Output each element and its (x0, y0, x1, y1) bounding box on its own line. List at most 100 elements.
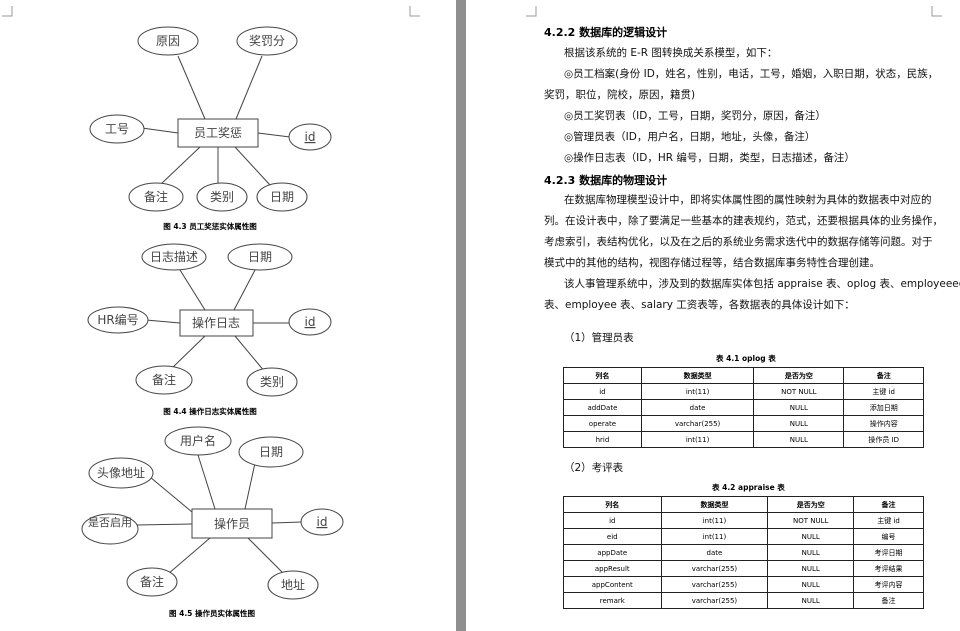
table-cell: varchar(255) (660, 560, 769, 577)
left-page: 原因 奖罚分 工号 id 备注 类别 日期 员工奖惩 图 4.3 员工奖惩实体属… (0, 0, 456, 631)
figure-caption-4-3: 图 4.3 员工奖惩实体属性图 (163, 221, 257, 231)
section-4-2-3-title: 4.2.3 数据库的物理设计 (544, 174, 668, 187)
table-cell: 考评内容 (853, 576, 924, 593)
intro-text: 根据该系统的 E-R 图转换成关系模型，如下： (564, 47, 778, 59)
table-cell: hrid (563, 431, 642, 448)
er-attr-type (196, 182, 248, 212)
er-attr-date (256, 182, 308, 212)
table-header-row: 列名数据类型是否为空备注 (563, 367, 924, 384)
er-attr-address (267, 570, 319, 600)
er-entity-operator (191, 508, 273, 539)
right-page: 4.2.2 数据库的逻辑设计 根据该系统的 E-R 图转换成关系模型，如下： ◎… (466, 0, 960, 631)
er-label-id-2: id (305, 315, 316, 329)
table-cell: 操作内容 (843, 415, 924, 432)
er-attr-desc (141, 243, 207, 271)
er-label-type-2: 类别 (260, 375, 284, 389)
para1-line4: 模式中的其他的结构，视图存储过程等，结合数据库事务特性合理创建。 (544, 257, 880, 269)
table-header-cell: 是否为空 (753, 367, 845, 384)
er-label-id: id (305, 130, 316, 144)
para2-line1: 该人事管理系统中，涉及到的数据库实体包括 appraise 表、oplog 表、… (564, 278, 960, 290)
er-attr-reason (137, 26, 199, 56)
table-cell: int(11) (660, 512, 769, 529)
er-label-address: 地址 (281, 578, 305, 592)
table-cell: 主键 id (853, 512, 924, 529)
table-cell: varchar(255) (660, 576, 769, 593)
table-header-cell: 数据类型 (640, 367, 755, 384)
er-label-date-3: 日期 (259, 445, 283, 459)
model-employee-line1: ◎员工档案(身份 ID，姓名，性别，电话，工号，婚姻，入职日期，状态，民族， (564, 68, 939, 80)
er-attr-id-2 (288, 308, 332, 336)
table-cell: NOT NULL (753, 383, 845, 400)
er-attr-empno (89, 114, 145, 144)
er-label-remark-3: 备注 (140, 574, 164, 589)
table-cell: appContent (563, 576, 662, 593)
table-cell: varchar(255) (660, 592, 769, 609)
er-attr-date-2 (227, 243, 293, 271)
para2-line2: 表、employee 表、salary 工资表等，各数据表的具体设计如下： (544, 299, 855, 311)
er-diagram-operator (81, 426, 344, 600)
er-label-hr: HR编号 (97, 312, 138, 327)
table-cell: NOT NULL (767, 512, 855, 529)
er-entity-label-1: 员工奖惩 (194, 126, 242, 140)
table-header-cell: 备注 (853, 496, 924, 513)
table-cell: int(11) (660, 528, 769, 545)
table-cell: 编号 (853, 528, 924, 545)
table-cell: NULL (753, 431, 845, 448)
er-attr-username (164, 426, 232, 456)
figure-caption-4-5: 图 4.5 操作员实体属性图 (169, 608, 256, 618)
table-header-cell: 列名 (563, 367, 642, 384)
table-cell: 备注 (853, 592, 924, 609)
er-attr-date-3 (238, 436, 304, 468)
er-label-penalty: 奖罚分 (249, 34, 285, 48)
er-entity-label-3: 操作员 (214, 516, 250, 531)
table-header-cell: 数据类型 (660, 496, 769, 513)
model-reward: ◎员工奖罚表（ID，工号，日期，奖罚分，原因，备注） (564, 110, 826, 122)
table-cell: NULL (767, 544, 855, 561)
er-attr-enabled (81, 513, 139, 545)
table-cell: date (640, 399, 755, 416)
table2-caption: 表 4.2 appraise 表 (712, 483, 785, 492)
model-employee-line2: 奖罚，职位，院校，原因，籍贯) (544, 89, 696, 101)
er-label-type: 类别 (210, 190, 234, 204)
table-cell: 主键 id (843, 383, 924, 400)
table-cell: eid (563, 528, 662, 545)
er-entity-operation-log (179, 309, 254, 337)
er-attr-remark (128, 182, 184, 212)
model-admin: ◎管理员表（ID，用户名，日期，地址，头像，备注） (564, 131, 816, 143)
table-cell: 考评结果 (853, 560, 924, 577)
table-header-cell: 是否为空 (767, 496, 855, 513)
er-attr-remark-3 (126, 567, 178, 597)
er-diagram-operation-log (87, 243, 332, 397)
sub2-title: （2）考评表 (564, 462, 624, 474)
er-label-reason: 原因 (156, 34, 180, 48)
table-cell: date (660, 544, 769, 561)
table-cell: NULL (753, 399, 845, 416)
table-cell: 添加日期 (843, 399, 924, 416)
table-cell: 操作员 ID (843, 431, 924, 448)
table-header-cell: 列名 (563, 496, 662, 513)
sub1-title: （1）管理员表 (564, 332, 634, 344)
table1-caption: 表 4.1 oplog 表 (716, 354, 776, 363)
table-cell: operate (563, 415, 642, 432)
right-page-marks (526, 6, 942, 17)
er-attr-penalty (236, 26, 298, 56)
er-label-remark-2: 备注 (152, 372, 176, 387)
er-attr-remark-2 (135, 365, 193, 395)
para1-line2: 列。在设计表中，除了要满足一些基本的建表规约，范式，还要根据具体的业务操作， (544, 215, 943, 227)
er-diagram-employee-reward (89, 26, 332, 212)
er-attr-avatar (88, 457, 154, 489)
er-diagrams: 原因 奖罚分 工号 id 备注 类别 日期 员工奖惩 图 4.3 员工奖惩实体属… (2, 6, 420, 618)
er-attr-id (288, 123, 332, 151)
table-cell: NULL (753, 415, 845, 432)
table-header-row: 列名数据类型是否为空备注 (563, 496, 924, 513)
table-cell: id (563, 512, 662, 529)
model-log: ◎操作日志表（ID，HR 编号，日期，类型，日志描述，备注） (564, 152, 855, 164)
er-label-avatar: 头像地址 (97, 466, 145, 480)
